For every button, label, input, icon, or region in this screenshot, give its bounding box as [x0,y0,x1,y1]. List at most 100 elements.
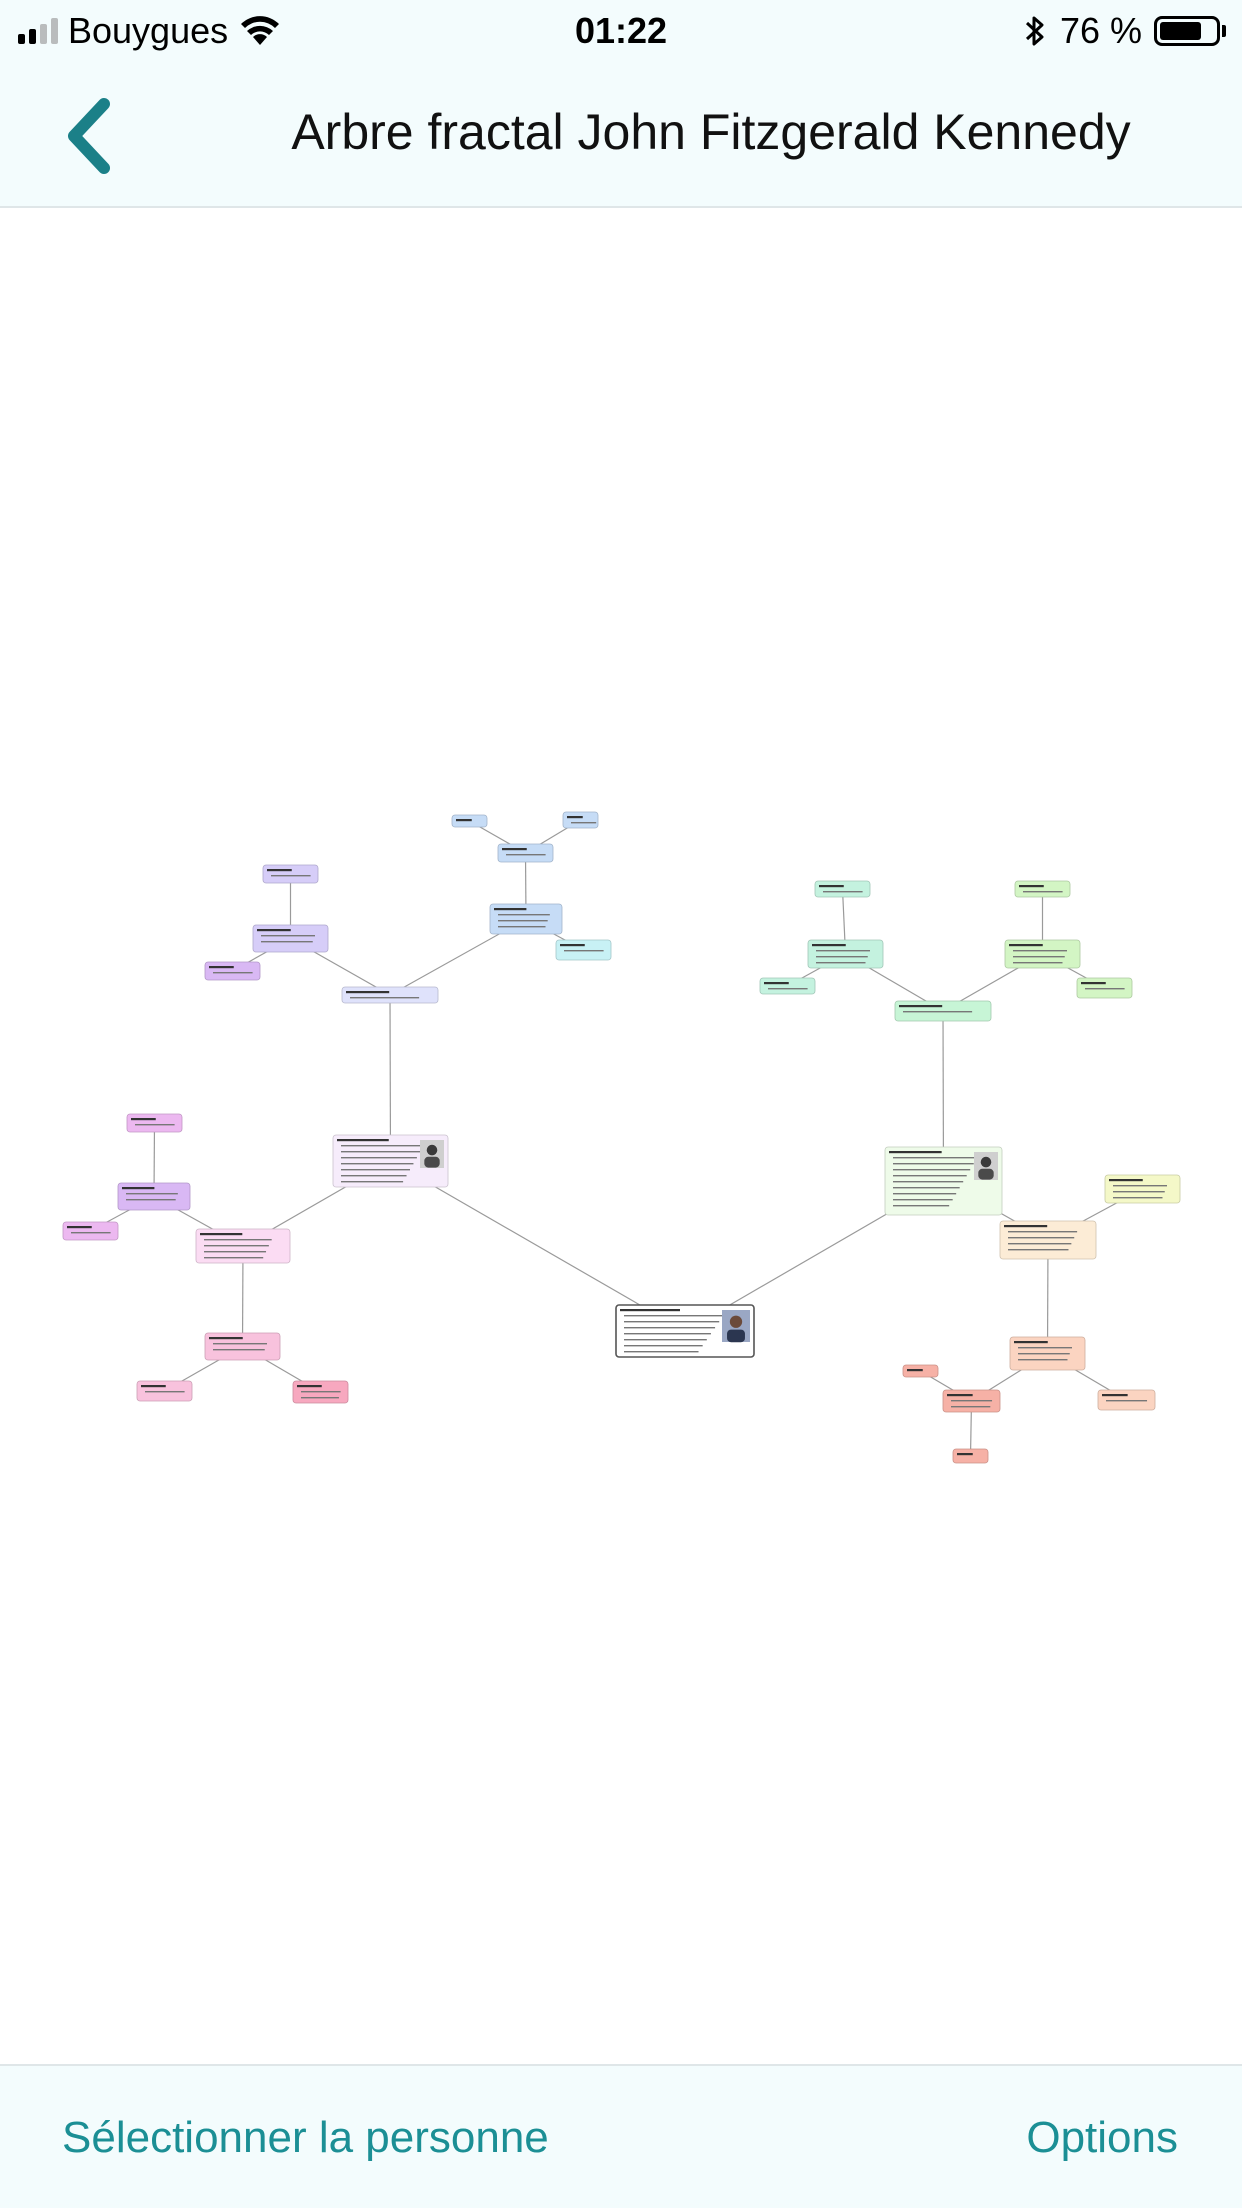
ancestor-card[interactable] [62,1221,119,1241]
person-card-mother[interactable] [332,1134,449,1188]
back-button[interactable] [56,98,136,178]
select-person-button[interactable]: Sélectionner la personne [62,2113,549,2162]
card-text-line [951,1406,991,1408]
card-text-line [213,972,253,974]
card-text-line [213,1349,265,1351]
ancestor-card[interactable] [252,924,329,953]
card-text-line [903,1011,973,1013]
card-text-line [1023,891,1063,893]
ancestor-card[interactable] [1004,939,1081,969]
ancestor-card[interactable] [204,1332,281,1361]
card-text-line [893,1199,953,1201]
card-text-line [620,1309,680,1312]
photo-body [727,1329,745,1343]
card-text-line [893,1163,974,1165]
ancestor-card[interactable] [204,961,261,981]
card-text-line [341,1181,404,1183]
card-text-line [1013,962,1063,964]
ancestor-card[interactable] [489,903,563,935]
fractal-tree-canvas[interactable] [0,208,1242,2064]
chevron-left-icon [68,98,110,174]
card-text-line [893,1175,967,1177]
card-text-line [1081,982,1106,985]
photo-body [424,1156,440,1168]
bluetooth-icon [1025,16,1044,46]
card-text-line [951,1400,993,1402]
person-card-root[interactable] [615,1304,755,1358]
card-background [759,977,816,995]
card-background [252,924,329,953]
card-text-line [271,875,311,877]
card-text-line [899,1005,943,1008]
card-text-line [624,1339,707,1341]
status-right: 76 % [1024,10,1226,52]
person-card-maternal-grandfather[interactable] [341,986,439,1004]
card-text-line [893,1169,971,1171]
card-text-line [1018,1359,1068,1361]
card-text-line [209,966,234,969]
ancestor-card[interactable] [759,977,816,995]
battery-percent: 76 % [1059,10,1142,51]
ancestor-card[interactable] [807,939,884,969]
ancestor-card[interactable] [1097,1389,1156,1411]
card-text-line [126,1193,178,1195]
bottom-toolbar: Sélectionner la personne Options [0,2064,1242,2208]
ancestor-card[interactable] [555,939,612,961]
person-card-paternal-grandfather[interactable] [894,1000,992,1022]
ancestor-card[interactable] [942,1389,1001,1413]
person-card-paternal-grandmother[interactable] [999,1220,1097,1260]
status-bar: Bouygues 01:22 76 % [0,0,1242,62]
wifi-icon [241,16,280,45]
ancestor-card[interactable] [497,843,554,863]
ancestor-card[interactable] [562,811,599,829]
card-text-line [823,891,863,893]
ancestor-card[interactable] [292,1380,349,1404]
card-text-line [502,848,527,851]
photo-head [426,1144,438,1156]
ancestor-card[interactable] [1014,880,1071,898]
ancestor-card[interactable] [1009,1336,1086,1371]
card-text-line [341,1145,424,1147]
card-text-line [893,1187,960,1189]
card-background [952,1448,989,1464]
card-text-line [893,1181,964,1183]
card-text-line [624,1315,724,1317]
ancestor-card[interactable] [1104,1174,1181,1204]
card-text-line [126,1199,176,1201]
card-background [562,811,599,829]
card-text-line [624,1333,711,1335]
ancestor-card[interactable] [126,1113,183,1133]
page-title: Arbre fractal John Fitzgerald Kennedy [291,104,1131,160]
ancestor-card[interactable] [902,1364,939,1378]
card-text-line [1019,885,1044,888]
ancestor-card[interactable] [117,1182,191,1211]
card-text-line [498,920,548,922]
ancestor-card[interactable] [451,814,488,828]
status-time: 01:22 [574,10,668,51]
card-text-line [624,1327,716,1329]
card-text-line [122,1187,155,1190]
card-text-line [337,1139,389,1142]
card-text-line [267,869,292,872]
card-text-line [1008,1237,1075,1239]
card-text-line [1004,1225,1048,1228]
card-text-line [204,1239,272,1241]
ancestor-card[interactable] [262,864,319,884]
card-background [497,843,554,863]
card-text-line [564,950,604,952]
card-text-line [506,854,546,856]
card-text-line [816,950,870,952]
ancestor-card[interactable] [814,880,871,898]
person-card-father[interactable] [884,1146,1003,1216]
ancestor-card[interactable] [136,1380,193,1402]
person-card-maternal-grandmother[interactable] [195,1228,291,1264]
fractal-tree-diagram[interactable] [0,208,1242,2064]
options-button[interactable]: Options [1026,2113,1178,2162]
card-text-line [624,1321,720,1323]
portrait-photo [722,1310,750,1343]
ancestor-card[interactable] [952,1448,989,1464]
card-background [117,1182,191,1211]
card-text-line [498,914,550,916]
ancestor-card[interactable] [1076,977,1133,999]
